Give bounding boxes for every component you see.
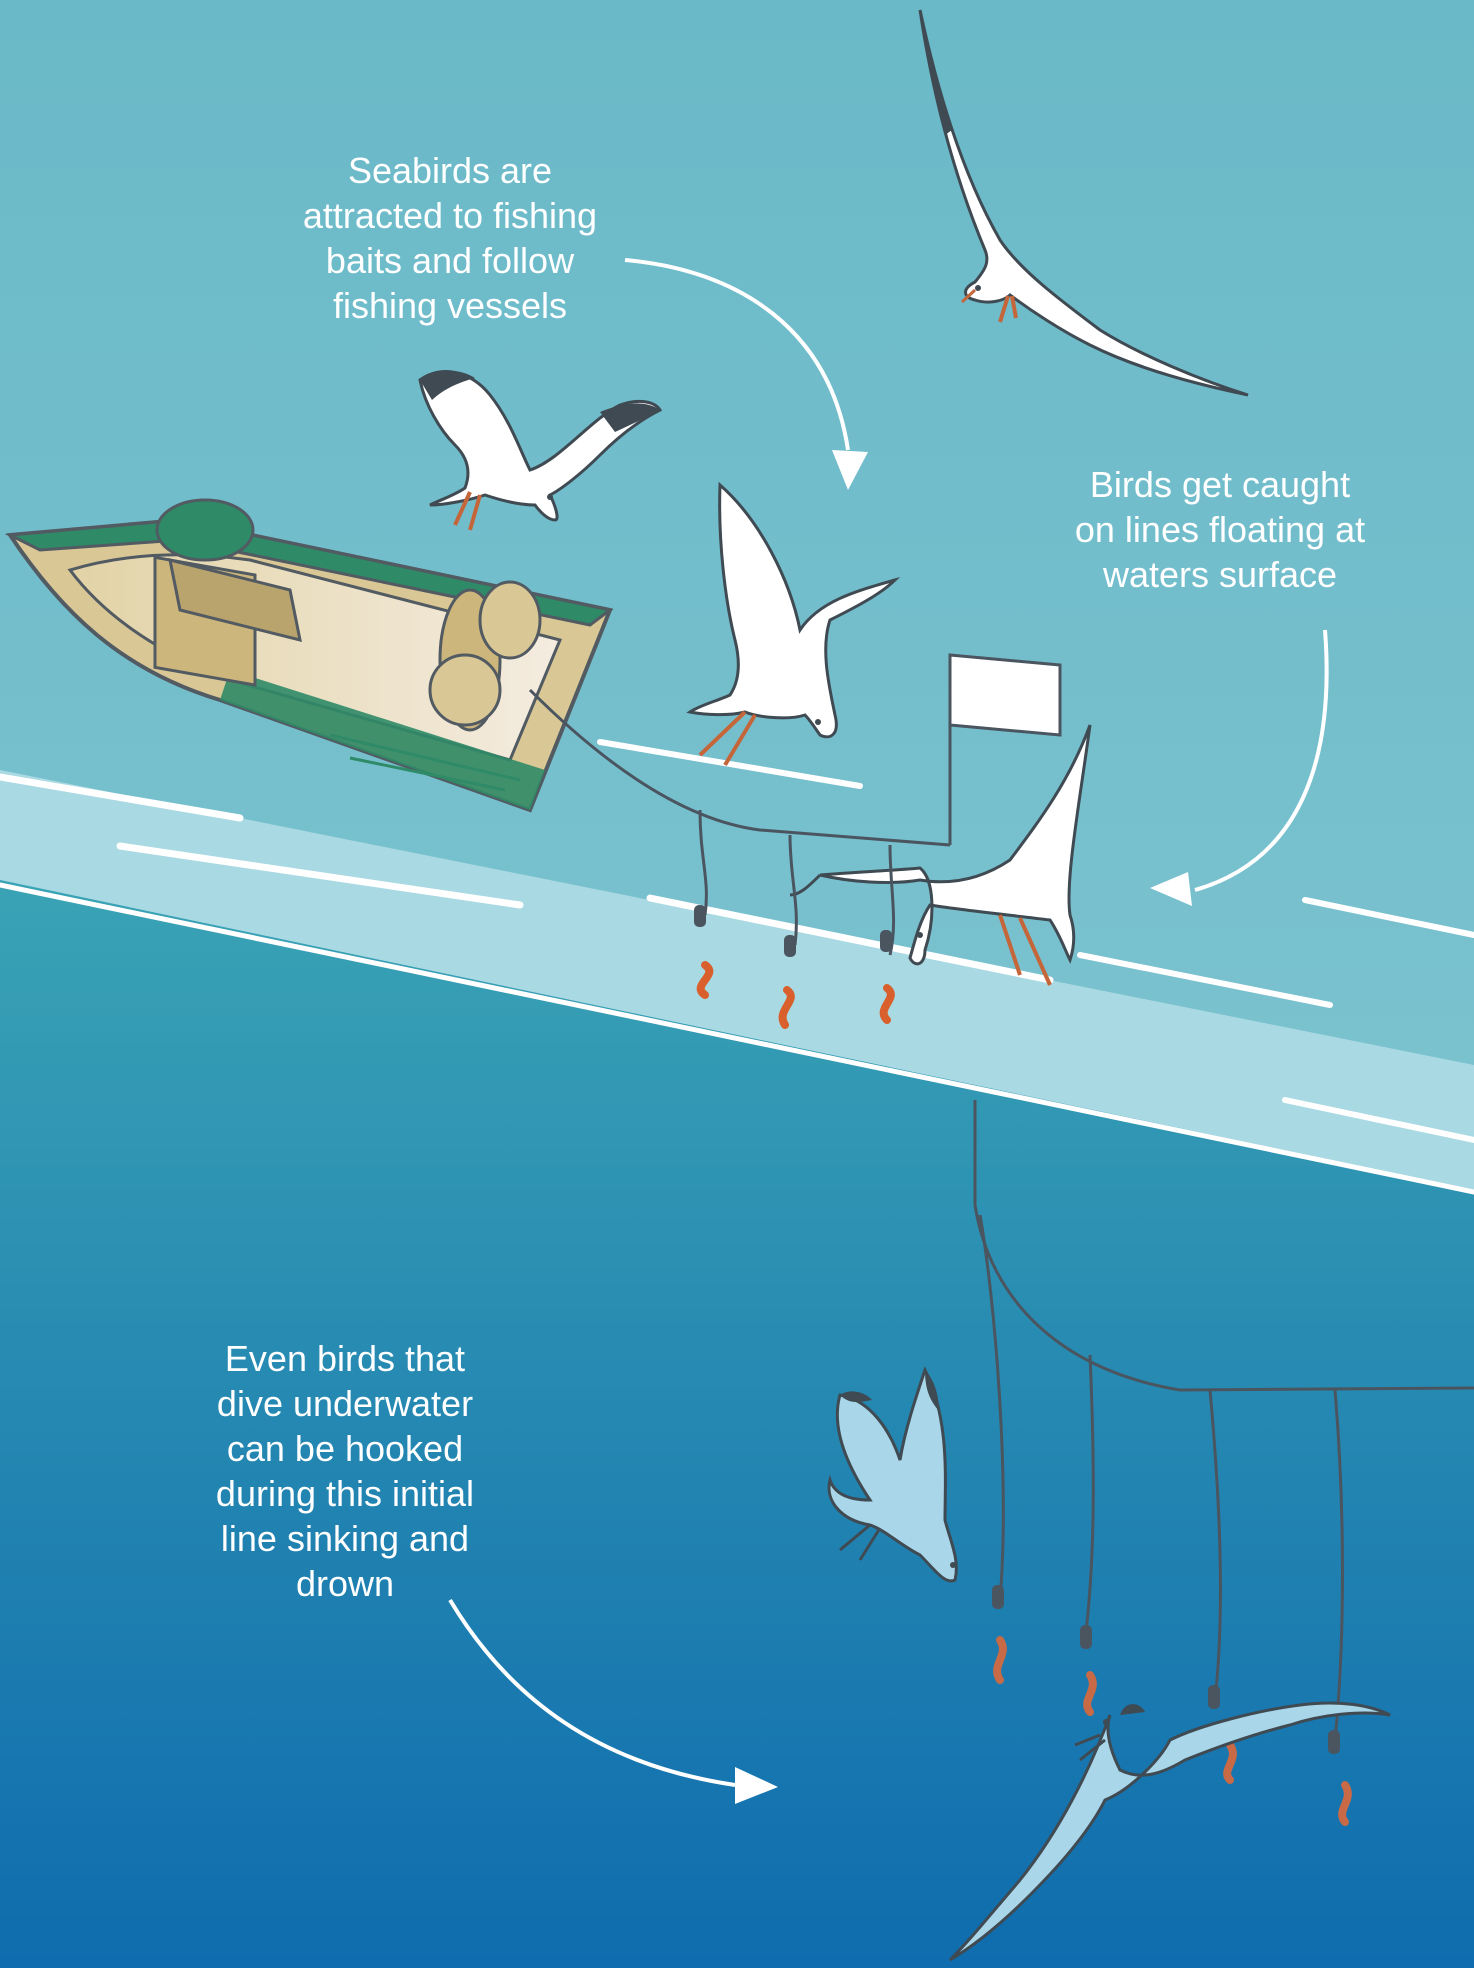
caption-line: line sinking and: [185, 1516, 505, 1561]
caption-line: attracted to fishing: [270, 193, 630, 238]
caption-line: waters surface: [1040, 552, 1400, 597]
caption-diving-birds-hooked: Even birds that dive underwater can be h…: [185, 1336, 505, 1606]
caption-line: Even birds that: [185, 1336, 505, 1381]
caption-line: during this initial: [185, 1471, 505, 1516]
caption-line: Seabirds are: [270, 148, 630, 193]
caption-line: on lines floating at: [1040, 507, 1400, 552]
caption-seabirds-attracted: Seabirds are attracted to fishing baits …: [270, 148, 630, 328]
caption-caught-at-surface: Birds get caught on lines floating at wa…: [1040, 462, 1400, 597]
buoy-flag-icon: [950, 655, 1060, 735]
caption-line: dive underwater: [185, 1381, 505, 1426]
caption-line: drown: [185, 1561, 505, 1606]
caption-line: can be hooked: [185, 1426, 505, 1471]
caption-line: baits and follow: [270, 238, 630, 283]
caption-line: Birds get caught: [1040, 462, 1400, 507]
caption-line: fishing vessels: [270, 283, 630, 328]
